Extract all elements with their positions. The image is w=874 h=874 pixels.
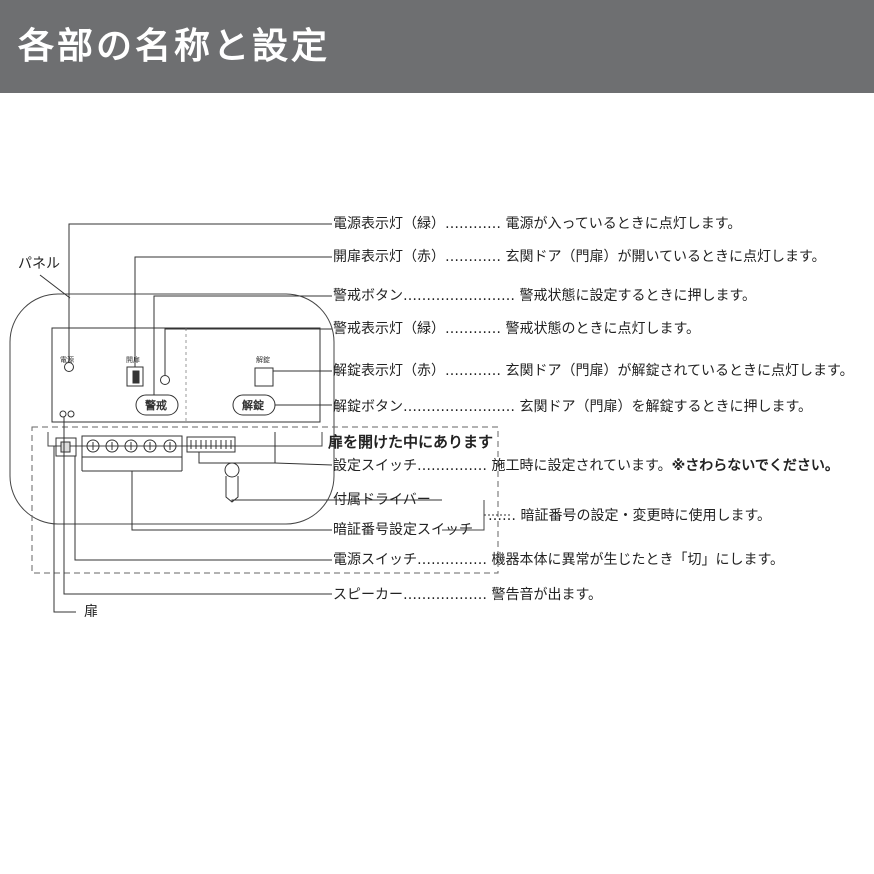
- callout-desc: 玄関ドア（門扉）を解錠するときに押します。: [519, 399, 813, 415]
- alarm-button[interactable]: 警戒: [145, 399, 167, 412]
- callout-dots: …………: [445, 363, 501, 379]
- code-switch-block: [81, 435, 183, 458]
- callout-unlock-led: 解錠表示灯（赤）………… 玄関ドア（門扉）が解錠されているときに点灯します。: [333, 362, 854, 380]
- callout-name: 設定スイッチ: [333, 458, 417, 474]
- callout-dots: ……………: [417, 552, 487, 568]
- callout-dots: …………: [445, 321, 501, 337]
- callout-name: スピーカー: [333, 587, 403, 603]
- door-label: 扉: [84, 604, 98, 620]
- unlock-led-label: 解錠: [256, 356, 270, 364]
- callout-code-switch: 暗証番号設定スイッチ: [333, 521, 473, 539]
- speaker-hole-1: [59, 410, 67, 418]
- unlock-led: [254, 367, 274, 387]
- callout-name: 解錠ボタン: [333, 399, 403, 415]
- driver-head: [224, 462, 240, 478]
- callout-warning: ※さわらないでください。: [671, 458, 839, 474]
- panel-body: [9, 293, 335, 525]
- callout-desc: 警戒状態のときに点灯します。: [505, 321, 701, 337]
- callout-alarm-button: 警戒ボタン…………………… 警戒状態に設定するときに押します。: [333, 287, 756, 305]
- header-bar: 各部の名称と設定: [0, 0, 874, 93]
- driver-body: [225, 476, 239, 503]
- callout-name: 暗証番号設定スイッチ: [333, 522, 473, 538]
- callout-name: 警戒ボタン: [333, 288, 403, 304]
- power-led-label: 電源: [60, 356, 74, 364]
- callout-dots: ……………: [417, 458, 487, 474]
- callout-dots: ……………………: [403, 399, 515, 415]
- callout-desc: 機器本体に異常が生じたとき「切」にします。: [491, 552, 785, 568]
- callout-driver: 付属ドライバー: [333, 491, 431, 509]
- panel-leader: [39, 274, 71, 299]
- callout-speaker: スピーカー……………… 警告音が出ます。: [333, 586, 602, 604]
- door-inner-area: [31, 426, 499, 574]
- power-led: [64, 362, 74, 372]
- callout-desc: 玄関ドア（門扉）が解錠されているときに点灯します。: [505, 363, 854, 379]
- callout-name: 警戒表示灯（緑）: [333, 321, 445, 337]
- callout-name: 電源表示灯（緑）: [333, 216, 445, 232]
- code-switch-dials: [86, 439, 177, 453]
- callout-code-switch-desc: …… 暗証番号の設定・変更時に使用します。: [488, 507, 771, 525]
- callout-power-led: 電源表示灯（緑）………… 電源が入っているときに点灯します。: [333, 215, 741, 233]
- callout-name: 付属ドライバー: [333, 492, 431, 508]
- panel-label: パネル: [18, 256, 60, 272]
- alarm-led: [160, 375, 170, 385]
- inside-door-note: 扉を開けた中にあります: [328, 433, 494, 451]
- callout-dots: …………: [445, 216, 501, 232]
- callout-name: 電源スイッチ: [333, 552, 417, 568]
- unlock-button[interactable]: 解錠: [242, 399, 264, 412]
- callout-dots: ……………………: [403, 288, 515, 304]
- callout-desc: 暗証番号の設定・変更時に使用します。: [520, 508, 772, 524]
- callout-alarm-led: 警戒表示灯（緑）………… 警戒状態のときに点灯します。: [333, 320, 700, 338]
- callout-dots: ……: [488, 508, 516, 524]
- callout-power-switch: 電源スイッチ…………… 機器本体に異常が生じたとき「切」にします。: [333, 551, 784, 569]
- callout-desc: 警告音が出ます。: [491, 587, 603, 603]
- open-led-label: 開扉: [126, 356, 140, 364]
- callout-setting-switch: 設定スイッチ…………… 施工時に設定されています。※さわらないでください。: [333, 457, 839, 475]
- callout-desc: 施工時に設定されています。: [491, 458, 672, 474]
- callout-dots: …………: [445, 249, 501, 265]
- callout-unlock-button: 解錠ボタン…………………… 玄関ドア（門扉）を解錠するときに押します。: [333, 398, 812, 416]
- power-switch: [55, 437, 77, 457]
- callout-desc: 電源が入っているときに点灯します。: [505, 216, 742, 232]
- callout-desc: 警戒状態に設定するときに押します。: [519, 288, 757, 304]
- alarm-button-shape: [135, 394, 179, 416]
- callout-dots: ………………: [403, 587, 487, 603]
- callout-name: 開扉表示灯（赤）: [333, 249, 445, 265]
- callout-open-led: 開扉表示灯（赤）………… 玄関ドア（門扉）が開いているときに点灯します。: [333, 248, 826, 266]
- dip-switch: [186, 436, 236, 453]
- callout-name: 解錠表示灯（赤）: [333, 363, 445, 379]
- page-title: 各部の名称と設定: [18, 26, 331, 67]
- callout-desc: 玄関ドア（門扉）が開いているときに点灯します。: [505, 249, 826, 265]
- speaker-hole-2: [67, 410, 75, 418]
